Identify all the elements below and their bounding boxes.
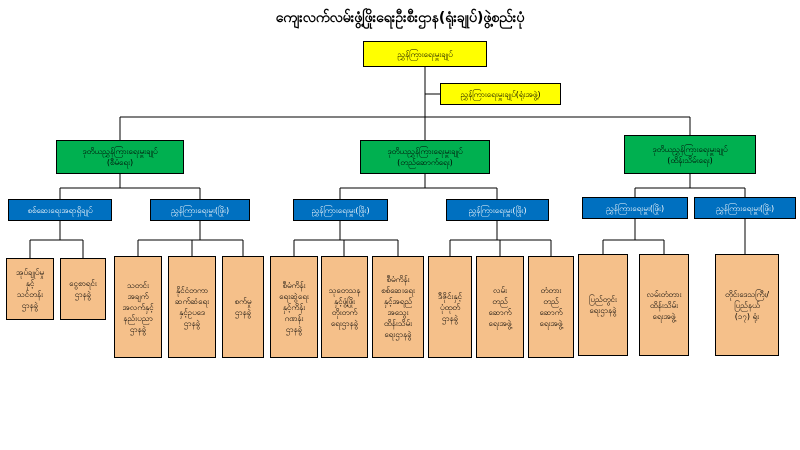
unit-box: လမ်း တည် ဆောက် ရေးအဖွဲ့ — [476, 256, 524, 358]
director-box: ညွှန်ကြားရေးမှူး(ဖြိုး) — [694, 197, 796, 219]
unit-box: စီမံကိန်း စစ်ဆေးရေး နှင့်အရည် အသွေး ထိန်… — [372, 256, 424, 358]
unit-box: သုတေသန နှင့်ဖွံ့ဖြိုး တိုးတက် ရေးဌာနခွဲ — [321, 256, 368, 358]
unit-box: အုပ်ချုပ်မှု နှင့် သင်တန်း ဌာနခွဲ — [6, 258, 54, 320]
chart-title: ကျေးလက်လမ်းဖွံ့ဖြိုးရေးဦးစီးဌာန(ရုံးချုပ… — [275, 10, 525, 26]
director-box: ညွှန်ကြားရေးမှူး(ဖြိုး) — [150, 199, 250, 221]
director-box: ညွှန်ကြားရေးမှူး(ဖြိုး) — [582, 197, 688, 219]
director-box: ညွှန်ကြားရေးမှူး(ဖြိုး) — [446, 199, 549, 221]
director-box: စစ်ဆေးရေးအရာရှိချုပ် — [8, 199, 112, 221]
unit-box: လမ်းတံတား ထိန်းသိမ်း ရေးအဖွဲ့ — [639, 254, 689, 356]
deputy-maintenance-box: ဒုတိယညွှန်ကြားရေးမှူးချုပ် (ထိန်းသိမ်းရေ… — [624, 135, 756, 174]
unit-box: ဒီဇိုင်းနှင့် ပုံထုတ် ဌာနခွဲ — [428, 256, 472, 358]
unit-box: တိုင်းဒေသကြီး/ ပြည်နယ် (၁၇) ရုံး — [715, 254, 779, 356]
director-general-box: ညွှန်ကြားရေးမှူးချုပ် — [363, 41, 487, 67]
unit-box: နိုင်ငံတကာ ဆက်ဆံရေး နှင့်ဥပဒေ ဌာနခွဲ — [168, 256, 216, 358]
unit-box: သတင်း အချက် အလက်နှင့် နည်းပညာ ဌာနခွဲ — [114, 256, 162, 358]
unit-box: တံတား တည် ဆောက် ရေးအဖွဲ့ — [528, 256, 574, 358]
unit-box: ငွေစာရင်း ဌာနခွဲ — [60, 258, 106, 320]
unit-box: စက်မှု ဌာနခွဲ — [222, 256, 264, 358]
unit-box: ပြည်တွင်း ရေးဌာနခွဲ — [578, 254, 628, 356]
unit-box: စီမံကိန်း ရေးဆွဲရေး နှင့်ကိန်း ဂဏန်း ဌာန… — [270, 256, 318, 358]
deputy-admin-box: ဒုတိယညွှန်ကြားရေးမှူးချုပ် (စီမံရေး) — [56, 140, 184, 174]
director-general-office-box: ညွှန်ကြားရေးမှူးချုပ်(ရုံးအဖွဲ့) — [440, 83, 561, 105]
deputy-construction-box: ဒုတိယညွှန်ကြားရေးမှူးချုပ် (တည်ဆောက်ရေး) — [360, 140, 490, 174]
director-box: ညွှန်ကြားရေးမှူး(ဖြိုး) — [293, 199, 388, 221]
